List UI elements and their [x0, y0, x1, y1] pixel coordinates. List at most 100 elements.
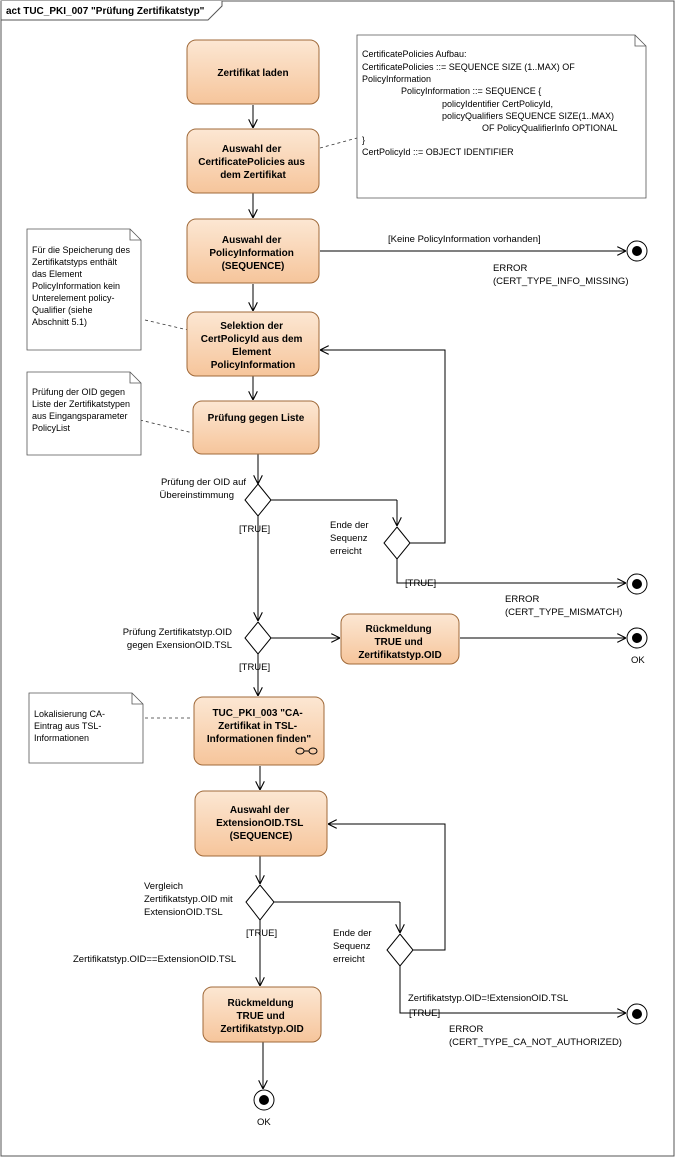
decision-label: Sequenz — [333, 941, 371, 952]
final-node-error-info-missing — [626, 240, 648, 262]
note-line: Zertifikatstyps enthält — [32, 257, 118, 267]
note-line: CertificatePolicies ::= SEQUENCE SIZE (1… — [362, 62, 575, 72]
frame-tab — [0, 1, 223, 21]
error-label: ERROR — [505, 594, 539, 605]
activity-zertifikat-laden: Zertifikat laden — [186, 39, 320, 105]
note-line: Liste der Zertifikatstypen — [32, 399, 130, 409]
guard-keine-policyinformation: [Keine PolicyInformation vorhanden] — [388, 234, 541, 245]
guard-oid-equal: Zertifikatstyp.OID==ExtensionOID.TSL — [73, 954, 236, 965]
decision-label: gegen ExensionOID.TSL — [127, 640, 232, 651]
svg-text:ERROR(CERT_TYPE_CA_NOT_AUTHORI: ERROR(CERT_TYPE_CA_NOT_AUTHORIZED) — [449, 1024, 622, 1048]
activity-label: Auswahl der — [222, 235, 282, 246]
note-lokalisierung-ca: Lokalisierung CA- Eintrag aus TSL- Infor… — [28, 692, 144, 764]
final-node-error-mismatch — [626, 573, 648, 595]
note-line: Abschnitt 5.1) — [32, 317, 87, 327]
activity-auswahl-policyinformation: Auswahl der PolicyInformation (SEQUENCE) — [186, 218, 320, 284]
note-line: aus Eingangsparameter — [32, 411, 128, 421]
note-line: Qualifier (siehe — [32, 305, 93, 315]
call-behavior-icon — [295, 747, 318, 755]
activity-label: PolicyInformation — [209, 248, 293, 259]
note-line: } — [362, 135, 365, 145]
note-line: PolicyList — [32, 423, 71, 433]
frame-title: act TUC_PKI_007 "Prüfung Zertifikatstyp" — [6, 6, 205, 17]
decision-label: erreicht — [330, 546, 362, 557]
decision-label: erreicht — [333, 954, 365, 965]
svg-text:ERROR(CERT_TYPE_INFO_MISSING): ERROR(CERT_TYPE_INFO_MISSING) — [493, 263, 629, 287]
decision-label: Prüfung der OID auf — [161, 477, 246, 488]
note-line: Unterelement policy- — [32, 293, 115, 303]
error-label: ERROR — [493, 263, 527, 274]
activity-label: Informationen finden" — [207, 734, 311, 745]
ok-label: OK — [631, 655, 645, 666]
activity-label: PolicyInformation — [211, 360, 295, 371]
guard-true: [TRUE] — [405, 578, 436, 589]
svg-text:Prüfung der OID gegen Li: Prüfung der OID gegen Liste der Zertifik… — [32, 387, 133, 433]
note-pruefung-oid: Prüfung der OID gegen Liste der Zertifik… — [26, 371, 142, 456]
activity-label: (SEQUENCE) — [222, 261, 285, 272]
guard-true: [TRUE] — [246, 928, 277, 939]
decision-oid-match — [244, 483, 272, 517]
svg-text:Für die Speicherung des: Für die Speicherung des Zertifikatstyps … — [32, 245, 133, 327]
activity-label: dem Zertifikat — [220, 170, 286, 181]
svg-text:Lokalisierung CA- Eintra: Lokalisierung CA- Eintrag aus TSL- Infor… — [34, 709, 108, 743]
note-line: CertPolicyId ::= OBJECT IDENTIFIER — [362, 147, 514, 157]
activity-label: Auswahl der — [230, 805, 290, 816]
decision-label: Sequenz — [330, 533, 368, 544]
edge-labels: [Keine PolicyInformation vorhanden] ERRO… — [73, 234, 645, 1128]
svg-text:TUC_PKI_003 "CA- Zertifi: TUC_PKI_003 "CA- Zertifikat in TSL- Info… — [207, 708, 311, 745]
note-line: Für die Speicherung des — [32, 245, 131, 255]
note-speicherung-zertifikatstyp: Für die Speicherung des Zertifikatstyps … — [26, 228, 142, 351]
note-anchors — [139, 137, 358, 719]
activity-label: Zertifikat in TSL- — [218, 721, 297, 732]
decision-vergleich-oid — [245, 884, 275, 921]
error-code: (CERT_TYPE_MISMATCH) — [505, 607, 622, 618]
svg-text:Auswahl der CertificateP: Auswahl der CertificatePolicies aus dem … — [198, 144, 308, 181]
note-line: Lokalisierung CA- — [34, 709, 105, 719]
activity-label: Rückmeldung — [228, 998, 294, 1009]
svg-text:Selektion der CertPolicy: Selektion der CertPolicyId aus dem Eleme… — [201, 321, 305, 371]
activity-auswahl-extensionoid: Auswahl der ExtensionOID.TSL (SEQUENCE) — [194, 790, 328, 857]
activity-label: Rückmeldung — [366, 624, 432, 635]
decision-label: Ende der — [333, 928, 372, 939]
activity-label: TUC_PKI_003 "CA- — [212, 708, 302, 719]
activity-label: Zertifikatstyp.OID — [358, 650, 441, 661]
decision-end-sequence-1 — [383, 526, 411, 560]
decision-label: Zertifikatstyp.OID mit — [144, 894, 233, 905]
activity-label: TRUE und — [374, 637, 422, 648]
decision-label: Ende der — [330, 520, 369, 531]
control-flows — [253, 105, 626, 1089]
note-line: policyIdentifier CertPolicyId, — [442, 99, 553, 109]
note-line: policyQualifiers SEQUENCE SIZE(1..MAX) — [442, 111, 614, 121]
activity-label: Zertifikatstyp.OID — [220, 1024, 303, 1035]
decision-label: Prüfung Zertifikatstyp.OID — [123, 627, 232, 638]
activity-label: TRUE und — [236, 1011, 284, 1022]
note-line: PolicyInformation — [362, 74, 431, 84]
activity-label: CertPolicyId aus dem — [201, 334, 303, 345]
ok-label: OK — [257, 1117, 271, 1128]
svg-text:CertificatePolicies Aufbau:: CertificatePolicies Aufbau: CertificateP… — [362, 49, 620, 157]
guard-true: [TRUE] — [239, 524, 270, 535]
guard-true: [TRUE] — [409, 1008, 440, 1019]
note-line: PolicyInformation ::= SEQUENCE { — [401, 86, 541, 96]
activity-label: Auswahl der — [222, 144, 282, 155]
note-line: Eintrag aus TSL- — [34, 721, 101, 731]
svg-text:Prüfung gegen Liste: Prüfung gegen Liste — [208, 413, 305, 424]
final-node-ok-1 — [626, 627, 648, 649]
note-line: das Element — [32, 269, 83, 279]
note-line: Prüfung der OID gegen — [32, 387, 125, 397]
error-label: ERROR — [449, 1024, 483, 1035]
activity-selektion-certpolicyid: Selektion der CertPolicyId aus dem Eleme… — [186, 311, 320, 377]
activity-pruefung-gegen-liste: Prüfung gegen Liste — [192, 400, 320, 455]
svg-text:Auswahl der PolicyInform: Auswahl der PolicyInformation (SEQUENCE) — [209, 235, 296, 272]
activity-tuc-pki-003: TUC_PKI_003 "CA- Zertifikat in TSL- Info… — [193, 696, 325, 766]
activity-label: (SEQUENCE) — [230, 831, 293, 842]
note-certificatepolicies: CertificatePolicies Aufbau: CertificateP… — [356, 34, 647, 199]
guard-true: [TRUE] — [239, 662, 270, 673]
activity-label: CertificatePolicies aus — [198, 157, 305, 168]
guard-oid-not-equal: Zertifikatstyp.OID=!ExtensionOID.TSL — [408, 993, 568, 1004]
activity-label: Prüfung gegen Liste — [208, 413, 305, 424]
